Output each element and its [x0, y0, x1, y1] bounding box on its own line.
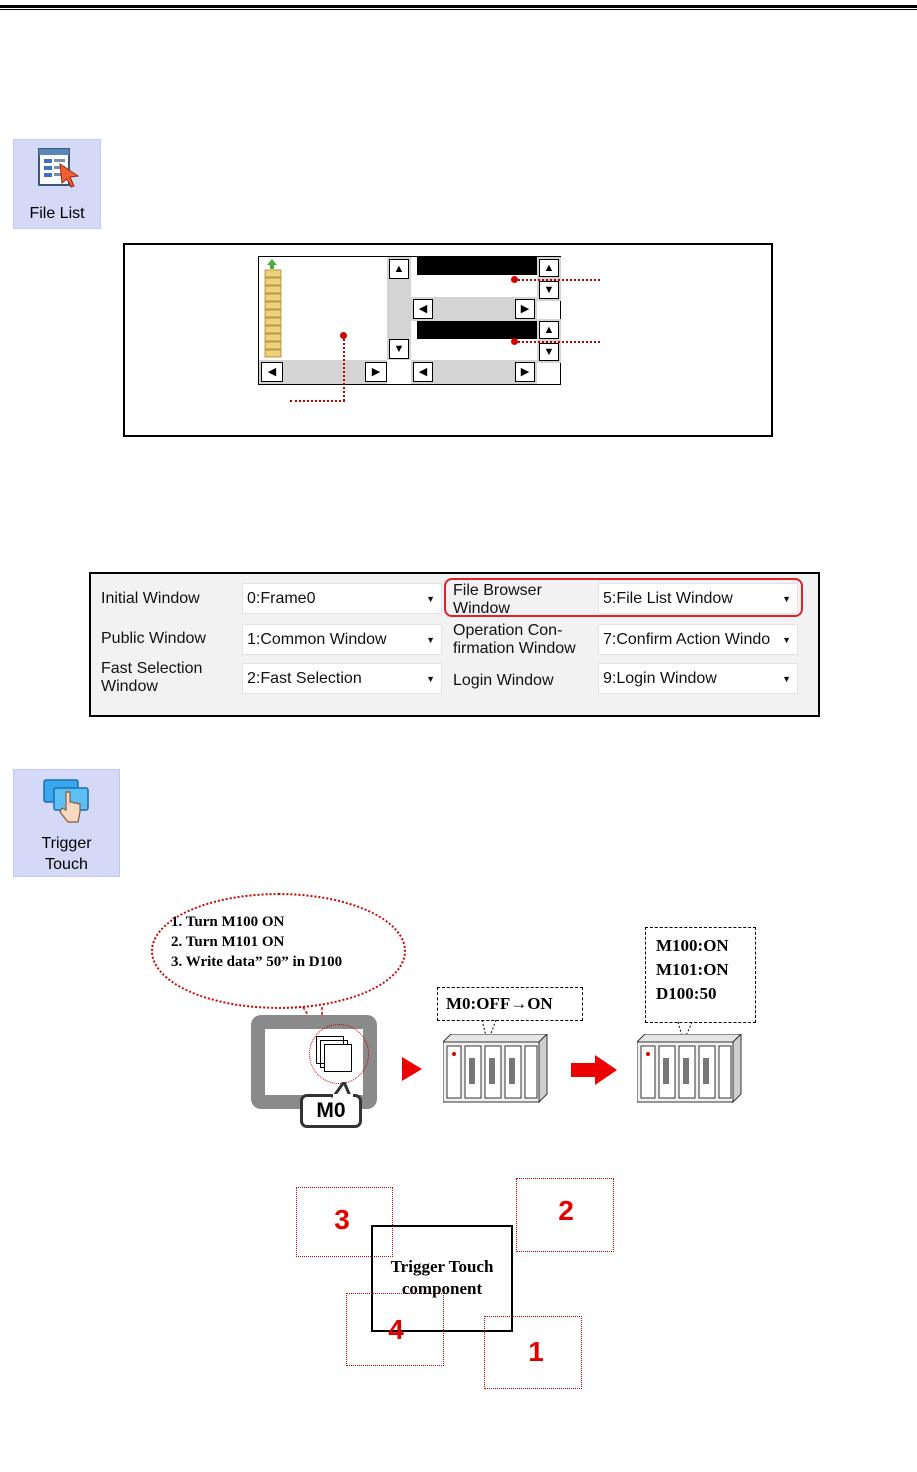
folder-stack-icon: [264, 259, 282, 358]
touch-area-circle: [309, 1024, 369, 1084]
action-line-2: 2. Turn M101 ON: [171, 934, 285, 950]
chevron-down-icon: ▼: [782, 594, 791, 604]
plc-unit-2-icon: [637, 1034, 742, 1104]
file-list-preview: [123, 243, 773, 437]
callout-line-3v: [343, 339, 345, 401]
fast-selection-value: 2:Fast Selection: [247, 670, 362, 687]
action-speech-bubble: [151, 893, 406, 1009]
initial-window-value: 0:Frame0: [247, 590, 316, 607]
plc-status-line-2: M101:ON: [656, 960, 729, 979]
login-window-value: 9:Login Window: [603, 670, 717, 687]
component-label: Trigger Touch component: [373, 1256, 511, 1300]
file-list-icon: [38, 148, 80, 188]
trigger-touch-label-1: Trigger: [41, 835, 92, 852]
overlap-number-4: 4: [388, 1314, 404, 1345]
login-window-label: Login Window: [453, 672, 554, 689]
action-line-3: 3. Write data” 50” in D100: [171, 954, 343, 970]
operation-confirmation-label: Operation Con- firmation Window: [453, 622, 576, 658]
file-browser-window-select[interactable]: 5:File List Window ▼: [598, 583, 798, 614]
overlap-number-3: 3: [334, 1204, 350, 1235]
list2-scroll-left[interactable]: ◀: [413, 362, 433, 382]
overlap-number-1: 1: [528, 1336, 544, 1367]
file-browser-window-value: 5:File List Window: [603, 590, 733, 607]
login-window-select[interactable]: 9:Login Window ▼: [598, 663, 798, 694]
file-browser-window-label: File Browser Window: [453, 582, 542, 618]
header-rule-thin: [0, 9, 917, 10]
initial-window-label: Initial Window: [101, 590, 200, 607]
label-pointer: [331, 1082, 353, 1098]
operation-confirmation-value: 7:Confirm Action Windo: [603, 631, 771, 648]
chevron-down-icon: ▼: [782, 635, 791, 645]
device-label-m0: M0: [300, 1094, 362, 1128]
list1-scroll-left[interactable]: ◀: [413, 299, 433, 319]
component-label-line2: component: [401, 1279, 483, 1298]
tree-scroll-right[interactable]: ▶: [365, 362, 387, 382]
tree-scroll-down[interactable]: ▼: [389, 339, 409, 359]
plc-unit-1-icon: [443, 1034, 548, 1104]
list1-scroll-down[interactable]: ▼: [539, 281, 559, 299]
overlap-box-4: [346, 1293, 444, 1366]
callout-line-2: [518, 341, 600, 343]
action-line-1: 1. Turn M100 ON: [171, 914, 285, 930]
callout-line-1: [518, 279, 600, 281]
arrow-right-large-icon: [571, 1055, 617, 1085]
action-list: 1. Turn M100 ON 2. Turn M101 ON 3. Write…: [171, 912, 342, 972]
plc-status-line-3: D100:50: [656, 984, 717, 1003]
fast-sel-label-line1: Fast Selection: [101, 660, 203, 677]
tree-scroll-left[interactable]: ◀: [261, 362, 283, 382]
file-browser-label-line1: File Browser: [453, 582, 542, 599]
overlap-number-2: 2: [558, 1195, 574, 1226]
header-rule: [0, 5, 917, 8]
op-conf-label-line2: firmation Window: [453, 640, 576, 657]
file-list-label: File List: [29, 205, 85, 222]
chevron-down-icon: ▼: [426, 635, 435, 645]
fast-sel-label-line2: Window: [101, 678, 158, 695]
op-conf-label-line1: Operation Con-: [453, 622, 563, 639]
public-window-select[interactable]: 1:Common Window ▼: [242, 624, 442, 655]
overlap-box-3: [296, 1187, 393, 1257]
component-label-line1: Trigger Touch: [390, 1257, 494, 1276]
file-browser-label-line2: Window: [453, 600, 510, 617]
operation-confirmation-select[interactable]: 7:Confirm Action Windo ▼: [598, 624, 798, 655]
callout-dot-1: [511, 276, 518, 283]
public-window-value: 1:Common Window: [247, 631, 387, 648]
callout-dot-2: [511, 338, 518, 345]
callout-line-3h: [290, 400, 345, 402]
tree-scroll-up[interactable]: ▲: [389, 259, 409, 279]
plc-status-box-1: M0:OFF→ON: [437, 987, 583, 1021]
list2-scroll-up[interactable]: ▲: [539, 321, 559, 339]
list1-scroll-up[interactable]: ▲: [539, 259, 559, 277]
trigger-touch-tile[interactable]: Trigger Touch: [13, 769, 120, 877]
chevron-down-icon: ▼: [426, 674, 435, 684]
file-list-tile[interactable]: File List: [13, 139, 101, 229]
touch-frame-3: [324, 1044, 352, 1072]
chevron-down-icon: ▼: [426, 594, 435, 604]
list2-scroll-down[interactable]: ▼: [539, 343, 559, 361]
highlight-box: [444, 578, 803, 617]
arrow-right-small-icon: [402, 1057, 422, 1081]
list2-scroll-right[interactable]: ▶: [515, 362, 535, 382]
public-window-label: Public Window: [101, 630, 206, 647]
initial-window-select[interactable]: 0:Frame0 ▼: [242, 583, 442, 614]
overlap-box-1: [484, 1316, 582, 1389]
trigger-touch-icon: [43, 779, 89, 823]
trigger-touch-component-box: [371, 1225, 513, 1332]
fast-selection-select[interactable]: 2:Fast Selection ▼: [242, 663, 442, 694]
trigger-touch-label-2: Touch: [45, 856, 88, 873]
file-list-header-2: [417, 321, 537, 339]
overlap-box-2: [516, 1178, 614, 1252]
callout-dot-3: [340, 332, 347, 339]
plc-status-box-2: M100:ON M101:ON D100:50: [645, 927, 756, 1023]
fast-selection-label: Fast Selection Window: [101, 660, 202, 696]
plc-pointer-1: [481, 1019, 497, 1037]
list1-scroll-right[interactable]: ▶: [515, 299, 535, 319]
file-list-header-1: [417, 257, 537, 275]
plc-status-line-1: M100:ON: [656, 936, 729, 955]
chevron-down-icon: ▼: [782, 674, 791, 684]
